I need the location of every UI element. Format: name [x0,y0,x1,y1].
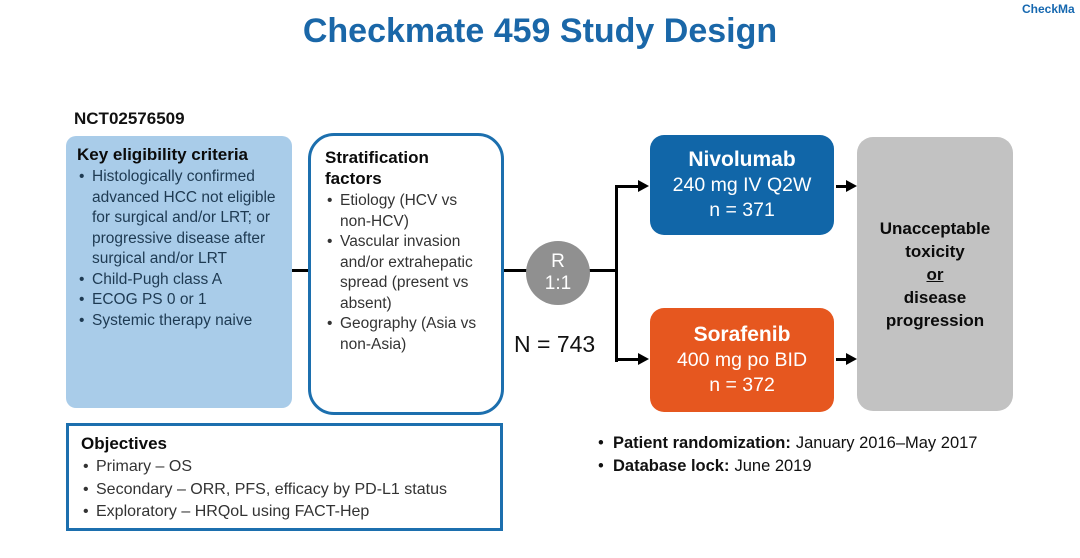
timeline-notes: Patient randomization:January 2016–May 2… [596,432,977,478]
arm-n: n = 371 [709,199,775,221]
endpoint-line: Unacceptable [879,218,991,238]
connector-branch-line [615,185,618,362]
endpoint-or: or [926,264,944,284]
total-enrollment: N = 743 [514,331,596,357]
timeline-item: Database lock:June 2019 [596,455,977,478]
arm-n: n = 372 [709,374,775,396]
stratification-heading: Stratification factors [325,148,429,188]
objective-item: Exploratory – HRQoL using FACT-Hep [81,501,490,524]
nct-number: NCT02576509 [74,109,185,128]
stratification-list: Etiology (HCV vs non-HCV) Vascular invas… [325,191,489,355]
brand-logo: CheckMa [1022,2,1075,16]
stratification-item: Geography (Asia vs non-Asia) [325,314,489,355]
arm-dose: 240 mg IV Q2W [672,174,812,196]
arrow-right-icon [638,353,649,365]
objective-item: Primary – OS [81,456,490,479]
eligibility-list: Histologically confirmed advanced HCC no… [77,167,284,331]
stratification-item: Vascular invasion and/or extrahepatic sp… [325,232,489,314]
stratification-box: Stratification factors Etiology (HCV vs … [308,133,504,415]
endpoint-line: toxicity [905,241,965,261]
timeline-label: Database lock: [613,457,730,475]
eligibility-heading: Key eligibility criteria [77,145,249,164]
objectives-heading: Objectives [81,434,167,453]
endpoint-text: Unacceptable toxicity or disease progres… [880,217,991,332]
connector-to-sorafenib [615,358,639,361]
endpoint-line: disease [903,287,967,307]
arm-name: Sorafenib [693,323,791,346]
arrow-right-icon [638,180,649,192]
eligibility-box: Key eligibility criteria Histologically … [66,136,292,408]
connector-to-nivolumab [615,185,639,188]
connector-nivolumab-to-endpoint [836,185,848,188]
timeline-item: Patient randomization:January 2016–May 2… [596,432,977,455]
arm-box-sorafenib: Sorafenib 400 mg po BID n = 372 [650,308,834,412]
eligibility-item: Systemic therapy naive [77,311,284,332]
objectives-list: Primary – OS Secondary – ORR, PFS, effic… [81,456,490,524]
arm-name: Nivolumab [688,148,796,171]
eligibility-item: Histologically confirmed advanced HCC no… [77,167,284,270]
timeline-value: January 2016–May 2017 [795,434,978,452]
timeline-value: June 2019 [734,457,812,475]
arm-dose: 400 mg po BID [676,349,808,371]
objective-item: Secondary – ORR, PFS, efficacy by PD-L1 … [81,479,490,502]
page-title: Checkmate 459 Study Design [302,12,778,50]
eligibility-item: Child-Pugh class A [77,270,284,291]
arrow-right-icon [846,180,857,192]
stratification-item: Etiology (HCV vs non-HCV) [325,191,489,232]
randomization-ratio: 1:1 [544,273,572,294]
connector-sorafenib-to-endpoint [836,358,848,361]
endpoint-line: progression [885,310,985,330]
endpoint-box: Unacceptable toxicity or disease progres… [857,137,1013,411]
randomization-circle: R 1:1 [526,241,590,305]
timeline-label: Patient randomization: [613,434,791,452]
eligibility-item: ECOG PS 0 or 1 [77,290,284,311]
arm-box-nivolumab: Nivolumab 240 mg IV Q2W n = 371 [650,135,834,235]
randomization-symbol: R [551,251,565,272]
arrow-right-icon [846,353,857,365]
objectives-box: Objectives Primary – OS Secondary – ORR,… [66,423,503,531]
